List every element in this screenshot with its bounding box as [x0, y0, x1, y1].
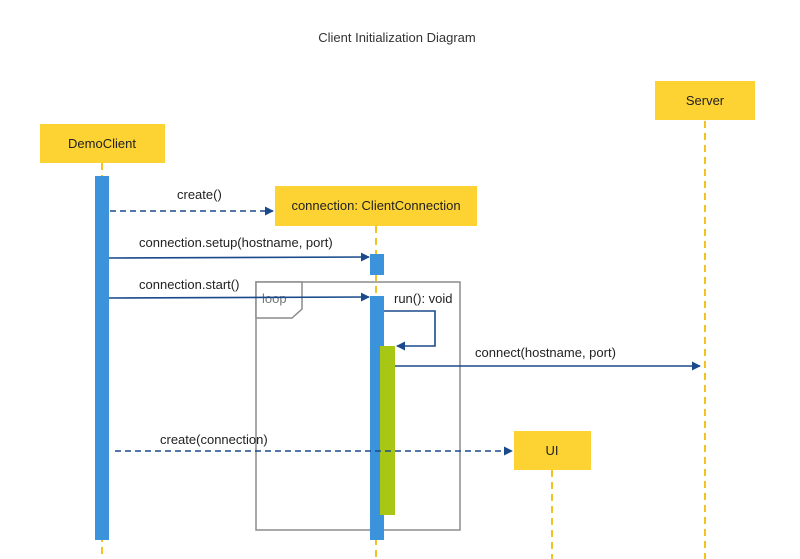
participant-connection[interactable] — [275, 186, 477, 226]
message-run-arrow — [384, 310, 436, 351]
message-start-label: connection.start() — [139, 277, 239, 292]
diagram-title: Client Initialization Diagram — [318, 30, 476, 45]
message-connect-label: connect(hostname, port) — [475, 345, 616, 360]
message-create-ui-label: create(connection) — [160, 432, 268, 447]
participant-demo-client[interactable] — [40, 124, 165, 163]
activation-connection-setup — [370, 254, 384, 275]
message-create-label: create() — [177, 187, 222, 202]
message-setup-arrow — [108, 252, 370, 262]
participant-server[interactable] — [655, 81, 755, 120]
activation-demo-client — [95, 176, 109, 540]
participant-connection-label: connection: ClientConnection — [291, 198, 460, 213]
participant-server-label: Server — [686, 93, 725, 108]
participant-demo-client-label: DemoClient — [68, 136, 136, 151]
participant-ui[interactable] — [514, 431, 591, 470]
message-setup-label: connection.setup(hostname, port) — [139, 235, 333, 250]
loop-frame-tab — [255, 281, 303, 319]
message-run-label: run(): void — [394, 291, 453, 306]
loop-frame — [255, 281, 461, 531]
message-start-arrow — [108, 292, 370, 302]
loop-frame-label: loop — [262, 291, 287, 306]
participant-ui-label: UI — [546, 443, 559, 458]
activation-run — [380, 346, 395, 515]
